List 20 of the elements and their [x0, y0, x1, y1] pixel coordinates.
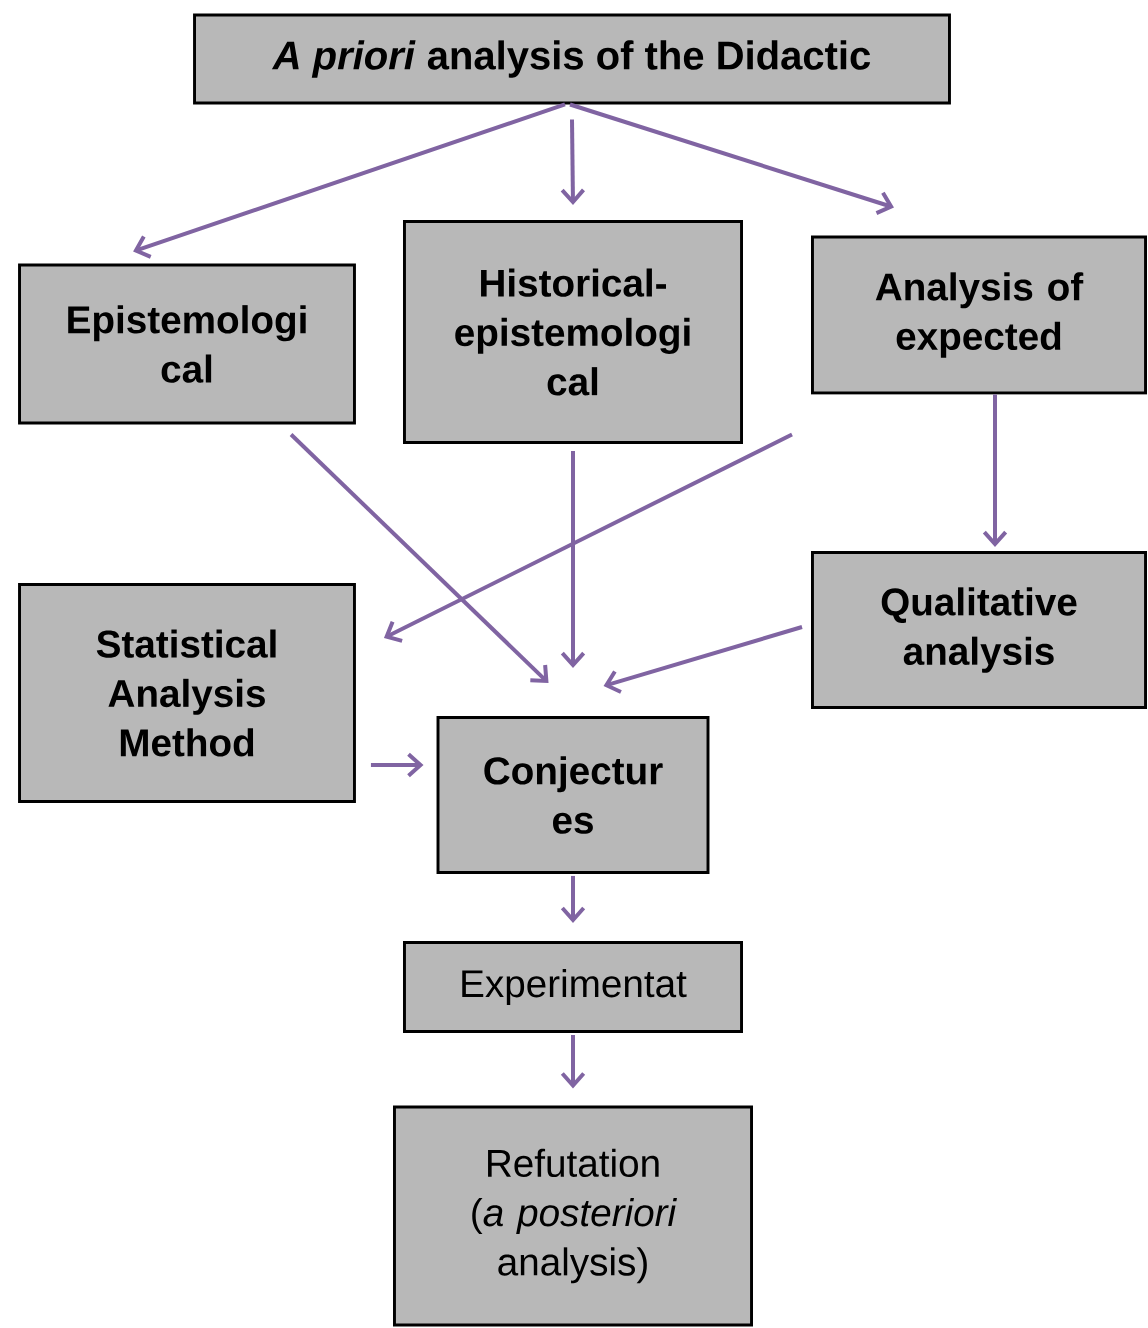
- arrow: [560, 875, 586, 923]
- arrow: [370, 752, 424, 778]
- arrow: [560, 119, 585, 205]
- process-box: Experimentat: [403, 941, 743, 1033]
- arrow: [383, 432, 793, 643]
- arrow: [560, 1035, 586, 1089]
- process-box: Conjectur es: [436, 716, 710, 874]
- arrow: [603, 625, 803, 694]
- process-box: Statistical Analysis Method: [18, 583, 356, 803]
- arrow: [569, 102, 894, 215]
- arrow: [133, 102, 566, 259]
- title-box: A priori analysis of the Didactic: [193, 13, 951, 105]
- arrow: [560, 451, 586, 669]
- process-box: Refutation (a posteriori analysis): [393, 1105, 753, 1327]
- arrow: [289, 433, 549, 684]
- process-box: Historical- epistemologi cal: [403, 220, 743, 444]
- process-box: Analysis of expected: [811, 235, 1147, 395]
- arrow: [982, 394, 1008, 548]
- process-box: Qualitative analysis: [811, 551, 1147, 709]
- process-box: Epistemologi cal: [18, 263, 356, 425]
